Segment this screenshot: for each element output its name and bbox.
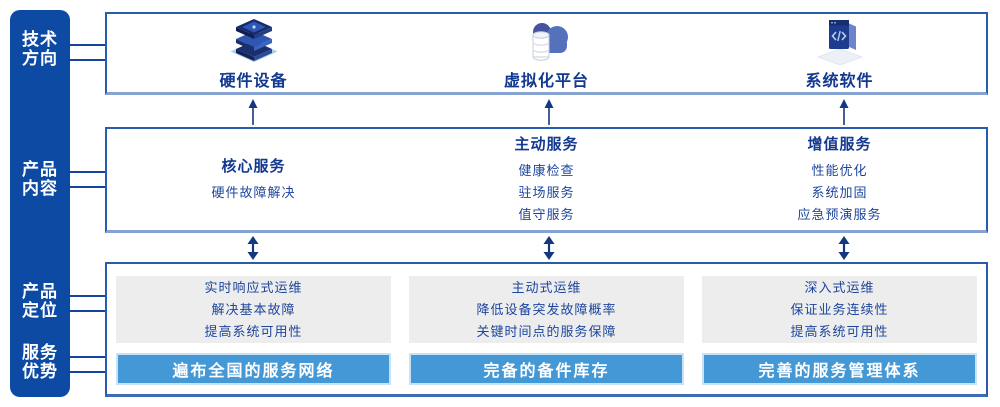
positioning-line: 提高系统可用性 (790, 323, 889, 339)
sidebar-label-line: 产品 (22, 282, 58, 301)
up-arrow (543, 99, 555, 125)
sidebar-label-line: 优势 (22, 362, 58, 381)
service-item: 性能优化 (811, 163, 868, 178)
advantage-banner: 完善的服务管理体系 (702, 353, 977, 385)
up-arrow (247, 99, 259, 125)
tech-column-virtualization: 虚拟化平台 (400, 14, 693, 92)
advantage-banner: 遍布全国的服务网络 (116, 353, 391, 385)
positioning-line: 提高系统可用性 (204, 323, 303, 339)
sidebar-category-bar: 技术 方向 产品 内容 产品 定位 服务 优势 (10, 10, 70, 397)
double-arrow (542, 236, 556, 260)
advantage-banner: 完备的备件库存 (409, 353, 684, 385)
double-arrow (837, 236, 851, 260)
tech-direction-box: 硬件设备 虚拟化平台 (105, 12, 988, 95)
service-item: 系统加固 (811, 185, 868, 200)
connector-line (67, 186, 107, 188)
positioning-panel: 主动式运维 降低设备突发故障概率 关键时间点的服务保障 (409, 276, 684, 343)
tech-label-software: 系统软件 (805, 73, 874, 90)
positioning-line: 实时响应式运维 (204, 279, 303, 295)
service-column-value-added: 增值服务 性能优化 系统加固 应急预演服务 (693, 129, 986, 230)
connector-line (67, 44, 107, 46)
sidebar-label-product-content: 产品 内容 (10, 160, 70, 198)
service-item: 健康检查 (518, 163, 575, 178)
software-window-icon (816, 20, 863, 65)
connector-line (67, 295, 107, 297)
positioning-line: 解决基本故障 (211, 301, 296, 317)
sidebar-label-line: 技术 (22, 30, 58, 49)
positioning-advantage-box: 实时响应式运维 解决基本故障 提高系统可用性 遍布全国的服务网络 主动式运维 降… (105, 262, 988, 397)
connector-line (67, 59, 107, 61)
connector-line (67, 371, 107, 373)
positioning-line: 主动式运维 (511, 279, 582, 295)
sidebar-label-line: 方向 (22, 49, 58, 68)
sidebar-label-service-advantage: 服务 优势 (10, 343, 70, 381)
sidebar-label-line: 内容 (22, 179, 58, 198)
sidebar-label-line: 服务 (22, 343, 58, 362)
positioning-panel: 深入式运维 保证业务连续性 提高系统可用性 (702, 276, 977, 343)
tech-label-hardware: 硬件设备 (219, 73, 288, 90)
sidebar-label-line: 定位 (22, 301, 58, 320)
cloud-database-icon (531, 23, 568, 61)
positioning-line: 关键时间点的服务保障 (476, 323, 617, 339)
tech-column-hardware: 硬件设备 (107, 14, 400, 92)
positioning-column-realtime: 实时响应式运维 解决基本故障 提高系统可用性 遍布全国的服务网络 (107, 264, 400, 394)
sidebar-label-product-positioning: 产品 定位 (10, 282, 70, 320)
service-item: 应急预演服务 (797, 207, 882, 222)
service-title: 主动服务 (514, 136, 579, 153)
positioning-column-proactive: 主动式运维 降低设备突发故障概率 关键时间点的服务保障 完备的备件库存 (400, 264, 693, 394)
positioning-line: 保证业务连续性 (790, 301, 889, 317)
sidebar-label-tech-direction: 技术 方向 (10, 30, 70, 68)
connector-line (67, 310, 107, 312)
service-item: 硬件故障解决 (211, 185, 296, 200)
positioning-column-deep: 深入式运维 保证业务连续性 提高系统可用性 完善的服务管理体系 (693, 264, 986, 394)
server-stack-icon (230, 19, 277, 63)
positioning-line: 深入式运维 (804, 279, 875, 295)
service-title: 增值服务 (807, 136, 872, 153)
sidebar-label-line: 产品 (22, 160, 58, 179)
tech-label-virtualization: 虚拟化平台 (503, 73, 589, 90)
positioning-line: 降低设备突发故障概率 (476, 301, 617, 317)
service-column-core: 核心服务 硬件故障解决 (107, 129, 400, 230)
double-arrow (246, 236, 260, 260)
service-title: 核心服务 (221, 158, 286, 175)
tech-column-software: 系统软件 (693, 14, 986, 92)
service-item: 值守服务 (518, 207, 575, 222)
positioning-panel: 实时响应式运维 解决基本故障 提高系统可用性 (116, 276, 391, 343)
connector-line (67, 171, 107, 173)
product-content-box: 核心服务 硬件故障解决 主动服务 健康检查 驻场服务 值守服务 增值服务 性能优… (105, 127, 988, 233)
service-column-proactive: 主动服务 健康检查 驻场服务 值守服务 (400, 129, 693, 230)
connector-line (67, 356, 107, 358)
service-item: 驻场服务 (518, 185, 575, 200)
up-arrow (838, 99, 850, 125)
